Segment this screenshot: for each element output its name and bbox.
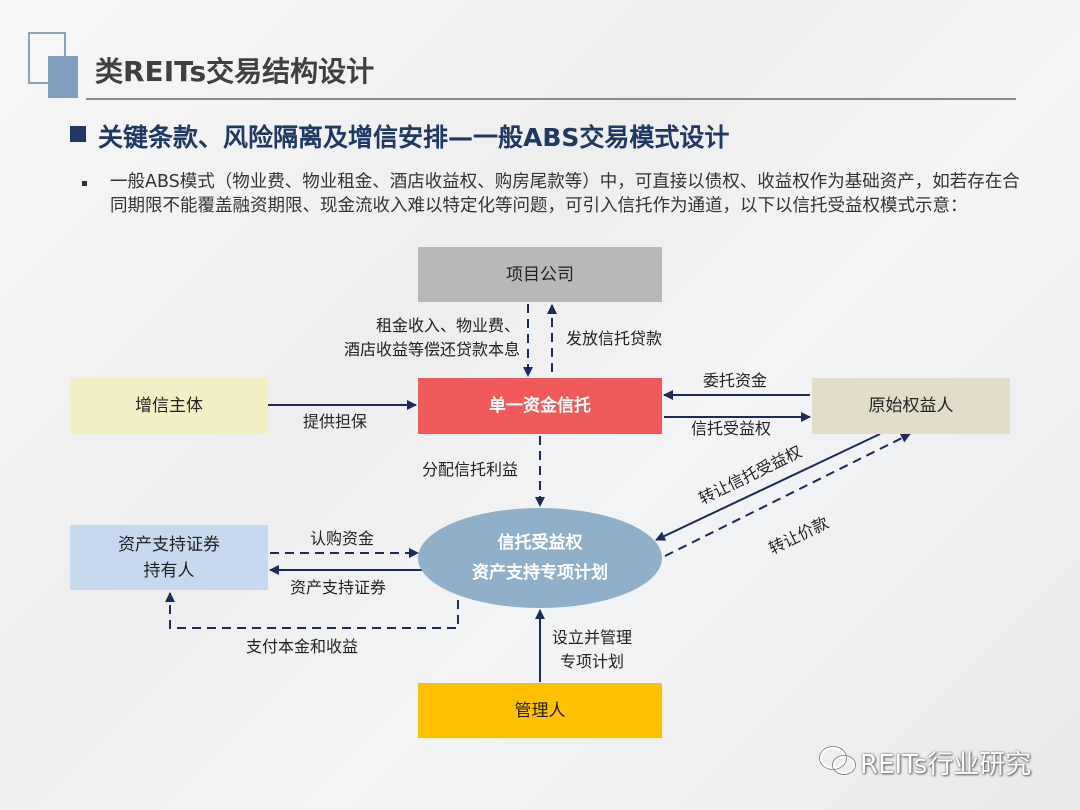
node-single-trust: 单一资金信托 (418, 378, 662, 434)
intro-paragraph: 一般ABS模式（物业费、物业租金、酒店收益权、购房尾款等）中，可直接以债权、收益… (110, 172, 1020, 216)
label-entrust-funds: 委托资金 (703, 371, 768, 390)
holder-line1: 资产支持证券 (118, 534, 220, 555)
arrow-pay-principal (165, 585, 459, 629)
label-subscribe: 认购资金 (310, 529, 375, 548)
arrow-transfer-price (664, 433, 911, 557)
node-manager: 管理人 (418, 683, 662, 738)
title-divider (86, 98, 1016, 100)
arrow-transfer-right (655, 433, 881, 541)
page-title: 类REITs交易结构设计 (95, 55, 375, 88)
paragraph-bullet (82, 181, 87, 186)
node-securities-holder: 资产支持证券 持有人 (70, 525, 268, 590)
label-repay-1: 租金收入、物业费、 (375, 316, 520, 335)
node-spv: 信托受益权 资产支持专项计划 (418, 508, 662, 608)
wechat-icon (819, 746, 856, 775)
label-repay-2: 酒店收益等偿还贷款本息 (343, 340, 520, 359)
label-setup-1: 设立并管理 (552, 628, 633, 647)
node-credit-enhancer: 增信主体 (70, 378, 268, 434)
decor-square-filled (48, 56, 78, 98)
label-distribute: 分配信托利益 (422, 460, 519, 479)
spv-line2: 资产支持专项计划 (472, 563, 608, 583)
label-guarantee: 提供担保 (303, 412, 368, 431)
label-loan: 发放信托贷款 (566, 329, 663, 348)
label-abs-securities: 资产支持证券 (290, 578, 387, 597)
section-heading: 关键条款、风险隔离及增信安排—一般ABS交易模式设计 (98, 123, 730, 152)
holder-line2: 持有人 (143, 560, 195, 581)
node-project-company: 项目公司 (418, 247, 662, 302)
heading-bullet (70, 126, 86, 142)
spv-line1: 信托受益权 (497, 533, 583, 553)
watermark: REITs行业研究 (860, 750, 1032, 780)
label-trust-beneficiary: 信托受益权 (691, 419, 772, 438)
label-pay-principal: 支付本金和收益 (246, 637, 359, 656)
label-setup-2: 专项计划 (560, 652, 625, 671)
node-originator: 原始权益人 (812, 378, 1010, 434)
